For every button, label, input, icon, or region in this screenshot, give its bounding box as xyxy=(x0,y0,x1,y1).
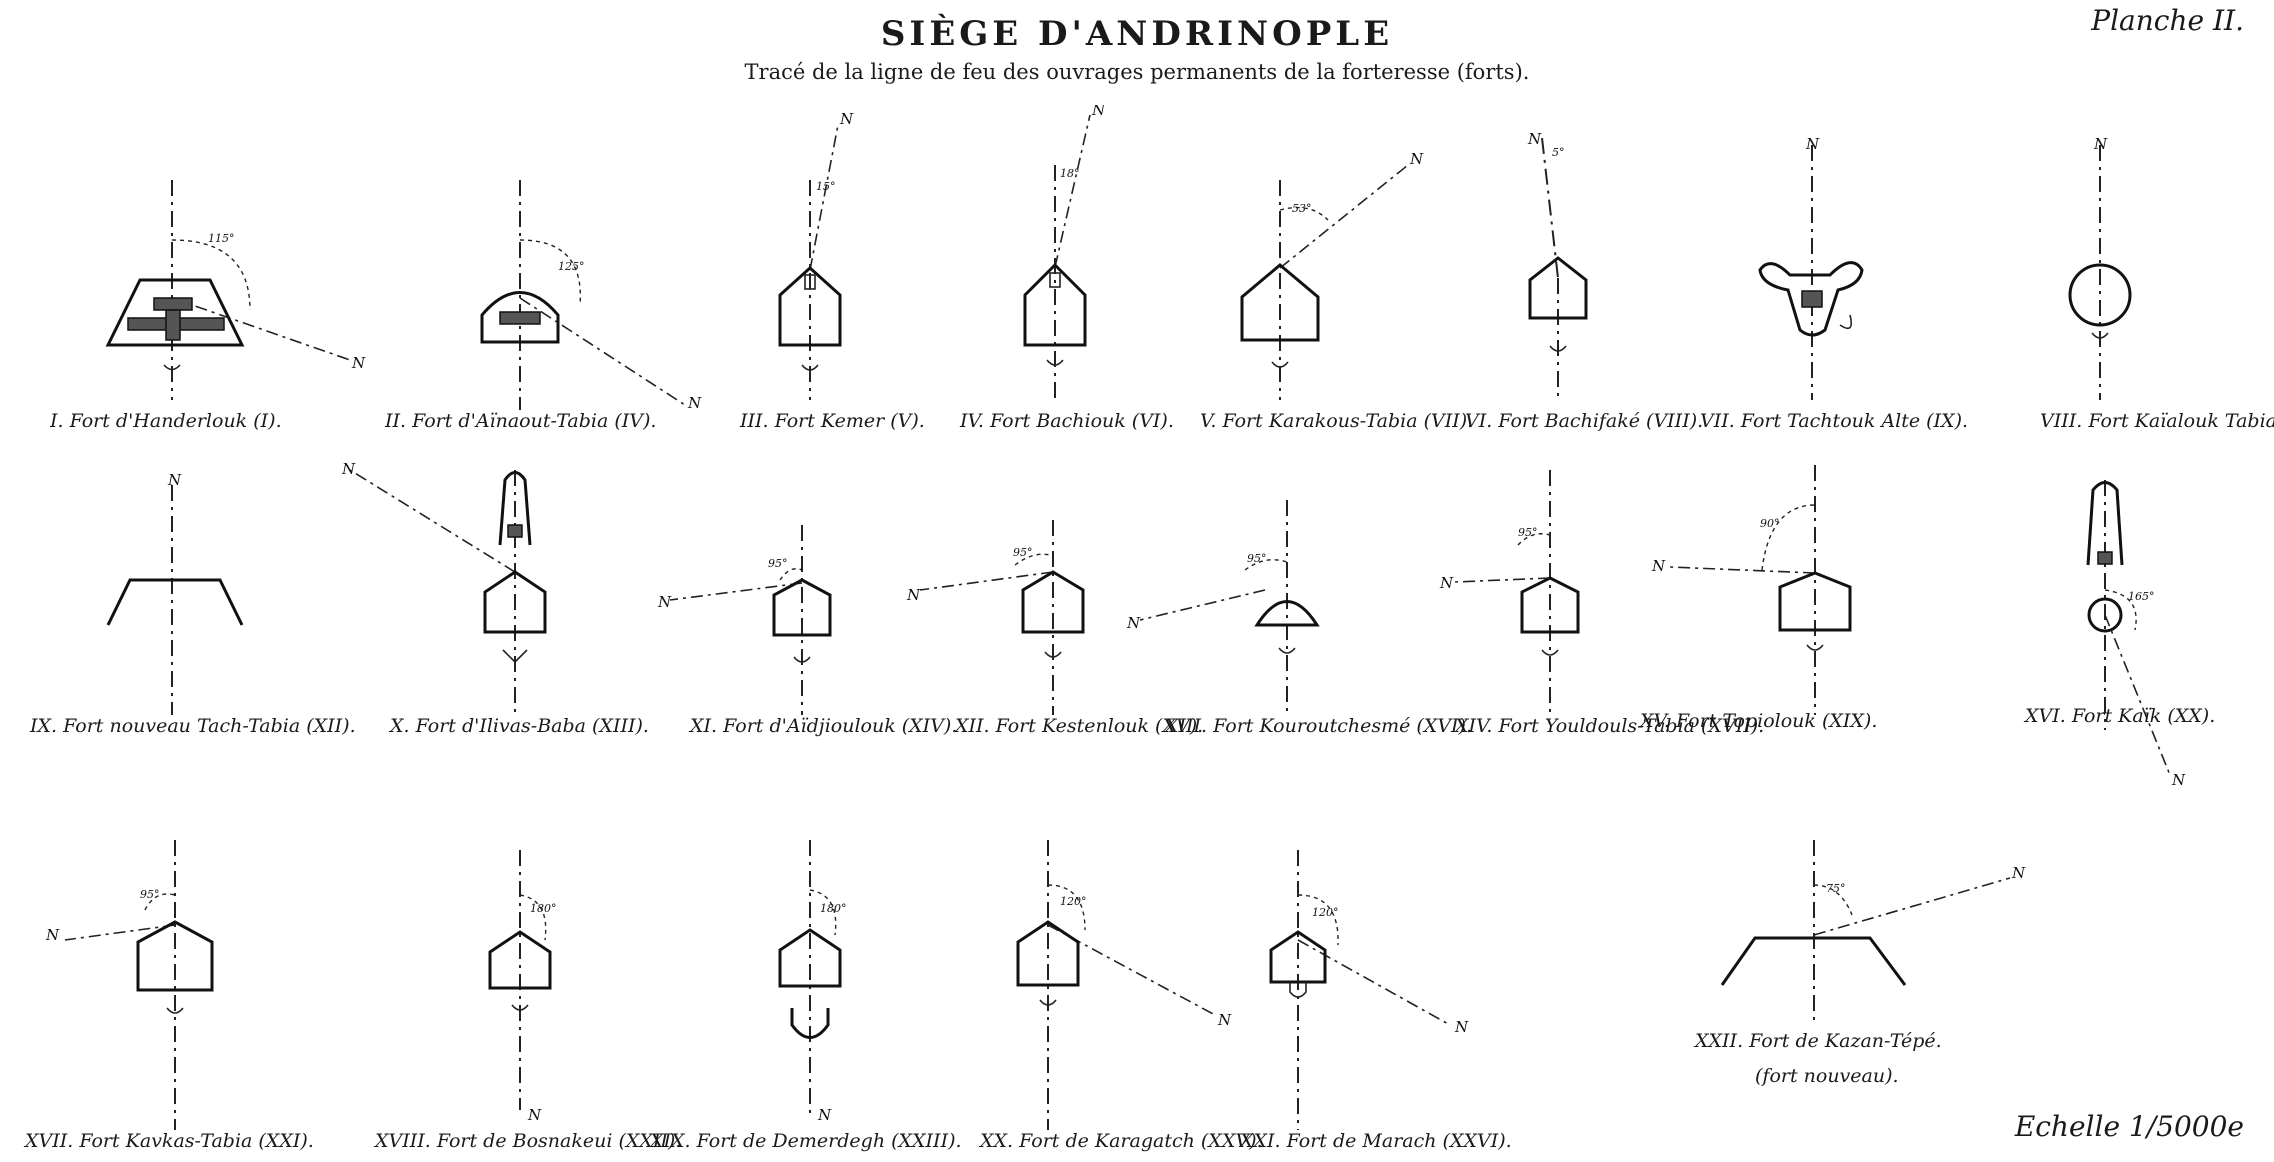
fort-2-north-label: N xyxy=(687,394,702,410)
fort-16-caption: XVI. Fort Kaïk (XX). xyxy=(2025,705,2216,727)
fort-18-caption: XVIII. Fort de Bosnakeui (XXII). xyxy=(375,1130,682,1152)
fort-2-angle: 125° xyxy=(558,260,585,273)
fort-14-north-label: N xyxy=(1439,574,1454,592)
fort-22-north-label: N xyxy=(2011,864,2026,882)
fort-18-angle: 180° xyxy=(530,902,557,915)
fort-15-north-label: N xyxy=(1651,557,1666,575)
fort-2-diagram: 125° N xyxy=(480,180,702,410)
fort-9-diagram: N xyxy=(106,471,244,715)
fort-3-diagram: N 15° xyxy=(778,110,854,400)
fort-19-caption: XIX. Fort de Demerdegh (XXIII). xyxy=(650,1130,962,1152)
fort-22-caption: XXII. Fort de Kazan-Tépé. xyxy=(1695,1030,1942,1052)
fort-5-north-label: N xyxy=(1409,150,1424,168)
fort-8-north-label: N xyxy=(2093,135,2108,153)
fort-5-angle: 53° xyxy=(1292,202,1312,215)
fort-18-diagram: 180° N xyxy=(488,850,557,1124)
fort-16-angle: 165° xyxy=(2128,590,2155,603)
fort-8-caption: VIII. Fort Kaïalouk Tabia (X). xyxy=(2040,410,2274,432)
fort-15-angle: 90° xyxy=(1760,517,1780,530)
fort-19-north-label: N xyxy=(817,1106,832,1124)
fort-17-diagram: 95° N xyxy=(45,840,214,1130)
fort-14-angle: 95° xyxy=(1518,526,1538,539)
fort-7-north-label: N xyxy=(1805,135,1820,153)
fort-9-north-label: N xyxy=(167,471,182,489)
fort-11-angle: 95° xyxy=(768,557,788,570)
fort-15-diagram: 90° N xyxy=(1651,465,1852,715)
fort-10-north-label: N xyxy=(341,460,356,478)
fort-1-north-label: N xyxy=(351,354,366,372)
fort-4-north-label: N xyxy=(1091,105,1106,119)
fort-4-angle: 18° xyxy=(1060,167,1080,180)
fort-3-angle: 15° xyxy=(816,180,836,193)
fort-12-north-label: N xyxy=(906,586,921,604)
fort-3-caption: III. Fort Kemer (V). xyxy=(740,410,925,432)
fort-13-diagram: 95° N xyxy=(1126,500,1320,715)
fort-14-diagram: 95° N xyxy=(1439,470,1580,715)
fort-20-north-label: N xyxy=(1217,1011,1232,1029)
fort-13-north-label: N xyxy=(1126,614,1141,632)
fort-11-diagram: 95° N xyxy=(657,525,832,715)
fort-4-diagram: N 18° xyxy=(1023,105,1106,400)
plate-number: Planche II. xyxy=(2091,4,2244,37)
fort-15-caption: XV. Fort Topiolouk (XIX). xyxy=(1640,710,1878,732)
fort-20-angle: 120° xyxy=(1060,895,1087,908)
fort-21-angle: 120° xyxy=(1312,906,1339,919)
fort-18-north-label: N xyxy=(527,1106,542,1124)
fort-6-diagram: N 5° xyxy=(1527,130,1588,400)
fort-21-caption: XXI. Fort de Marach (XXVI). xyxy=(1240,1130,1512,1152)
fort-1-caption: I. Fort d'Handerlouk (I). xyxy=(50,410,282,432)
fort-17-caption: XVII. Fort Kavkas-Tabia (XXI). xyxy=(25,1130,314,1152)
page-title: SIÈGE D'ANDRINOPLE xyxy=(880,14,1394,54)
fort-5-caption: V. Fort Karakous-Tabia (VII). xyxy=(1200,410,1474,432)
fort-3-north-label: N xyxy=(839,110,854,128)
fort-4-caption: IV. Fort Bachiouk (VI). xyxy=(960,410,1174,432)
fort-8-diagram: N xyxy=(2068,135,2132,400)
fort-1-angle: 115° xyxy=(208,232,235,245)
fort-10-caption: X. Fort d'Ilivas-Baba (XIII). xyxy=(390,715,649,737)
fort-21-diagram: 120° N xyxy=(1269,850,1469,1130)
fort-6-north-label: N xyxy=(1527,130,1542,148)
fort-22-angle: 75° xyxy=(1826,882,1846,895)
fort-6-angle: 5° xyxy=(1552,146,1565,159)
fort-11-caption: XI. Fort d'Aïdjioulouk (XIV). xyxy=(690,715,958,737)
fort-6-caption: VI. Fort Bachifaké (VIII). xyxy=(1465,410,1704,432)
fort-12-diagram: 95° N xyxy=(906,520,1085,715)
fort-20-caption: XX. Fort de Karagatch (XXV). xyxy=(980,1130,1263,1152)
fort-22-diagram: 75° N xyxy=(1720,840,2026,1020)
fort-20-diagram: 120° N xyxy=(1016,840,1232,1130)
fort-5-diagram: 53° N xyxy=(1240,150,1424,400)
fort-10-diagram: N xyxy=(341,460,547,715)
page-subtitle: Tracé de la ligne de feu des ouvrages pe… xyxy=(744,60,1530,84)
fort-16-north-label: N xyxy=(2171,771,2186,789)
fort-11-north-label: N xyxy=(657,593,672,611)
fort-13-angle: 95° xyxy=(1247,552,1267,565)
fort-7-caption: VII. Fort Tachtouk Alte (IX). xyxy=(1700,410,1969,432)
fort-2-caption: II. Fort d'Aïnaout-Tabia (IV). xyxy=(385,410,657,432)
fort-17-angle: 95° xyxy=(140,888,160,901)
fort-21-north-label: N xyxy=(1454,1018,1469,1036)
scale-label: Echelle 1/5000e xyxy=(2014,1110,2244,1143)
fort-12-caption: XII. Fort Kestenlouk (XV). xyxy=(955,715,1204,737)
fort-12-angle: 95° xyxy=(1013,546,1033,559)
fort-19-angle: 180° xyxy=(820,902,847,915)
fort-16-diagram: 165° N xyxy=(2086,480,2186,789)
fort-19-diagram: 180° N xyxy=(778,840,847,1124)
fort-9-caption: IX. Fort nouveau Tach-Tabia (XII). xyxy=(30,715,356,737)
fort-1-diagram: 115° N xyxy=(105,180,366,400)
fort-13-caption: XIII. Fort Kouroutchesmé (XVI). xyxy=(1165,715,1473,737)
fort-14-caption: XIV. Fort Youldouls-Tabia (XVII). xyxy=(1455,715,1765,737)
fort-22-note: (fort nouveau). xyxy=(1755,1065,1899,1087)
fort-7-diagram: N xyxy=(1758,135,1864,400)
fort-17-north-label: N xyxy=(45,926,60,944)
